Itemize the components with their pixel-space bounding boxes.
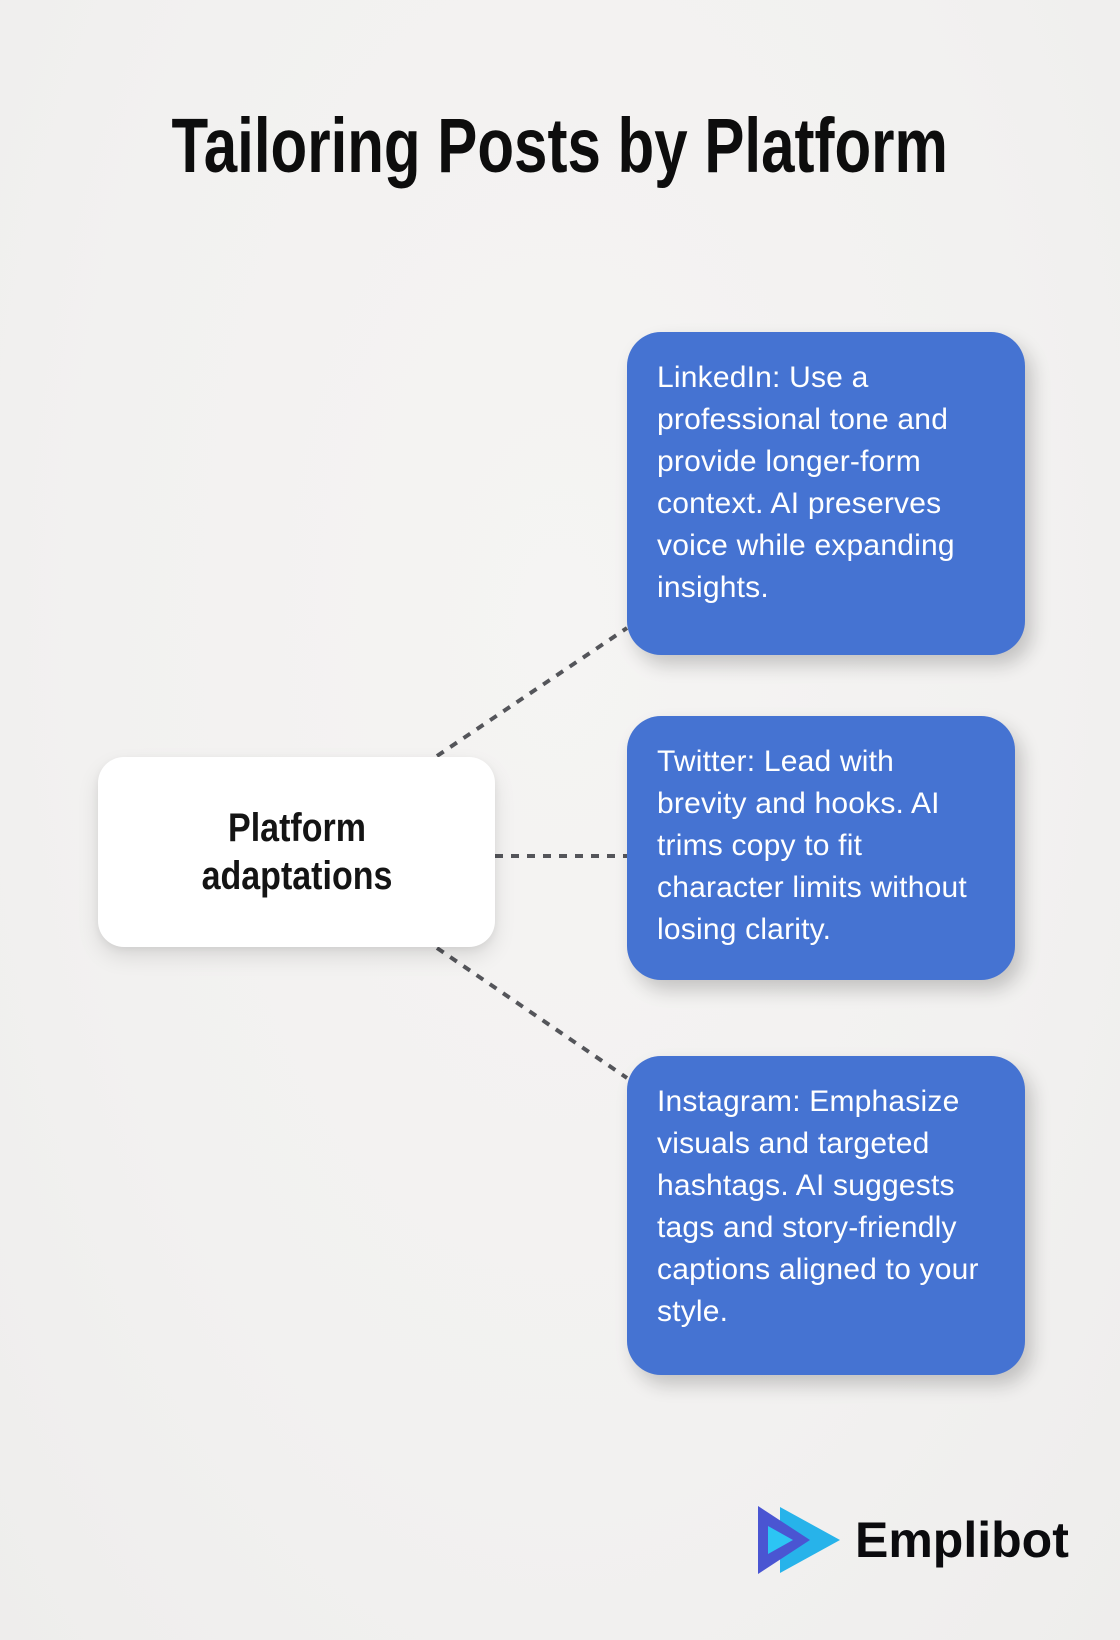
branch-box-twitter: Twitter: Lead with brevity and hooks. AI… xyxy=(627,716,1015,980)
branch-text-linkedin: LinkedIn: Use a professional tone and pr… xyxy=(657,361,955,604)
page-title: Tailoring Posts by Platform xyxy=(171,103,949,189)
connector-line-linkedin xyxy=(435,626,629,758)
title-wrap: Tailoring Posts by Platform xyxy=(0,104,1120,188)
connector-line-instagram xyxy=(435,946,629,1080)
branch-text-instagram: Instagram: Emphasize visuals and targete… xyxy=(657,1085,979,1328)
emplibot-logo-icon xyxy=(758,1506,840,1574)
brand-name: Emplibot xyxy=(855,1512,1069,1568)
brand-footer: Emplibot xyxy=(758,1506,1069,1574)
branch-text-twitter: Twitter: Lead with brevity and hooks. AI… xyxy=(657,745,967,946)
branch-box-linkedin: LinkedIn: Use a professional tone and pr… xyxy=(627,332,1025,655)
branch-box-instagram: Instagram: Emphasize visuals and targete… xyxy=(627,1056,1025,1375)
center-node-label: Platform adaptations xyxy=(201,806,392,898)
logo-triangle-inner-icon xyxy=(768,1526,793,1554)
center-node: Platform adaptations xyxy=(98,757,495,947)
